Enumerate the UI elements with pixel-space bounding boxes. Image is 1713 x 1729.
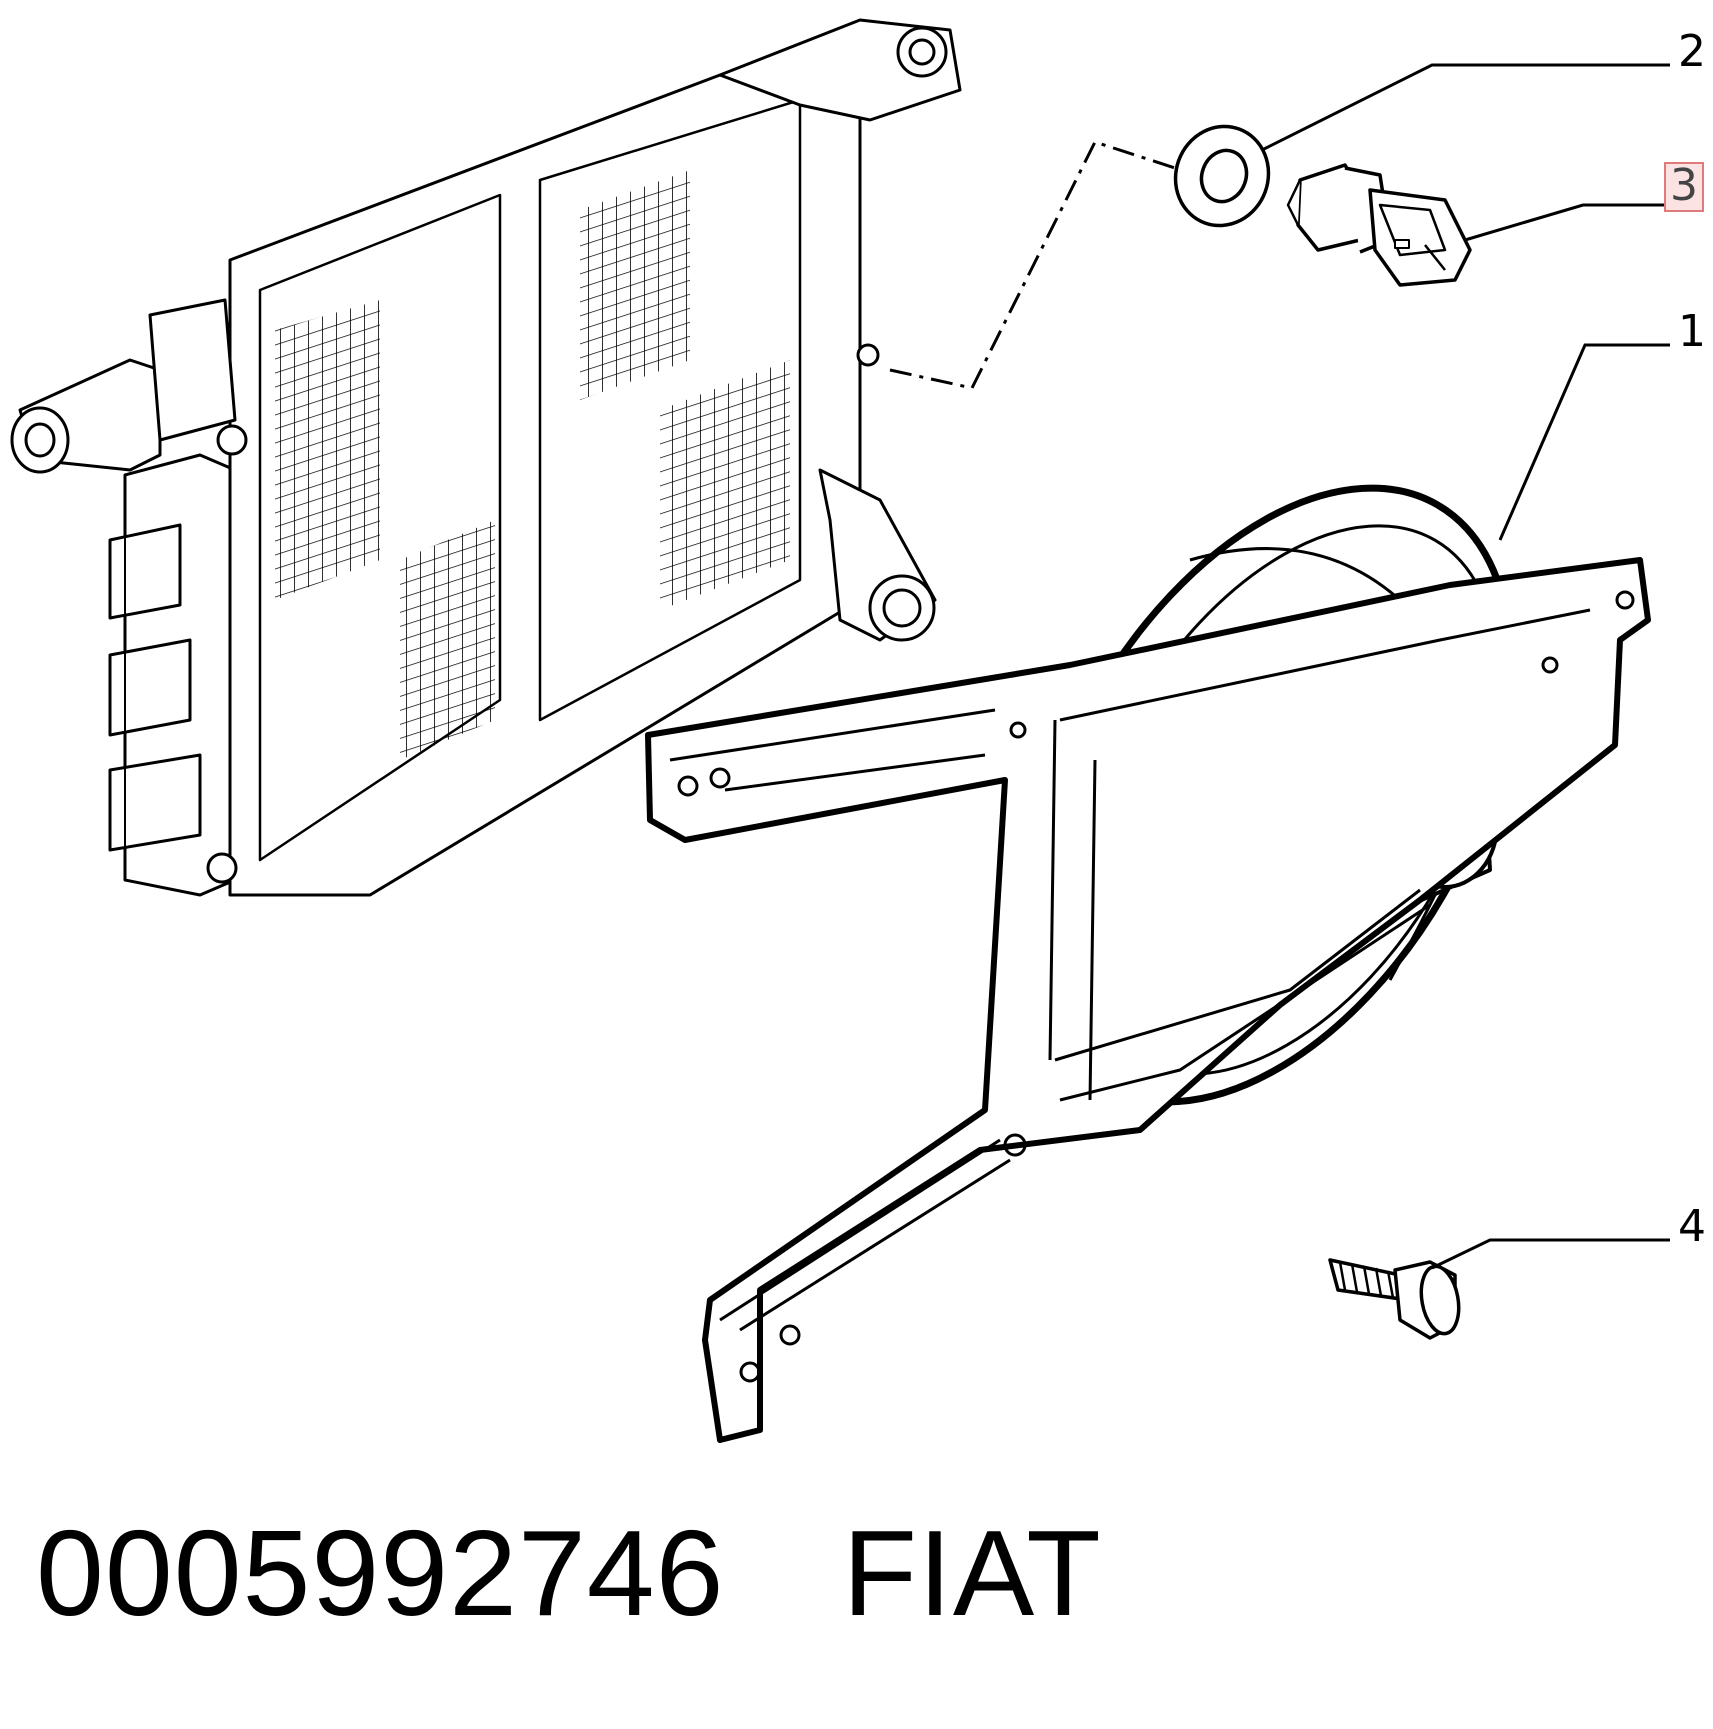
radiator-icon [10, 18, 962, 897]
part-number: 0005992746 [36, 1505, 725, 1641]
temperature-switch-icon [1286, 163, 1472, 287]
cooling-fan-icon [645, 484, 1651, 1443]
callout-number-1: 1 [1678, 306, 1706, 357]
leader-line-2 [1261, 63, 1670, 152]
callout-leaders [1261, 63, 1670, 1270]
bolt-icon [1328, 1258, 1461, 1340]
callout-number-2: 2 [1678, 26, 1706, 77]
leader-line-3 [1464, 203, 1670, 242]
leader-line-4 [1431, 1238, 1670, 1270]
callout-number-4: 4 [1678, 1201, 1706, 1252]
leader-line-1 [1498, 343, 1670, 541]
assembly-leader-line [889, 140, 1176, 390]
brand-name: FIAT [842, 1505, 1102, 1641]
callout-number-3[interactable]: 3 [1664, 162, 1704, 212]
sealing-washer-icon [1173, 124, 1271, 228]
